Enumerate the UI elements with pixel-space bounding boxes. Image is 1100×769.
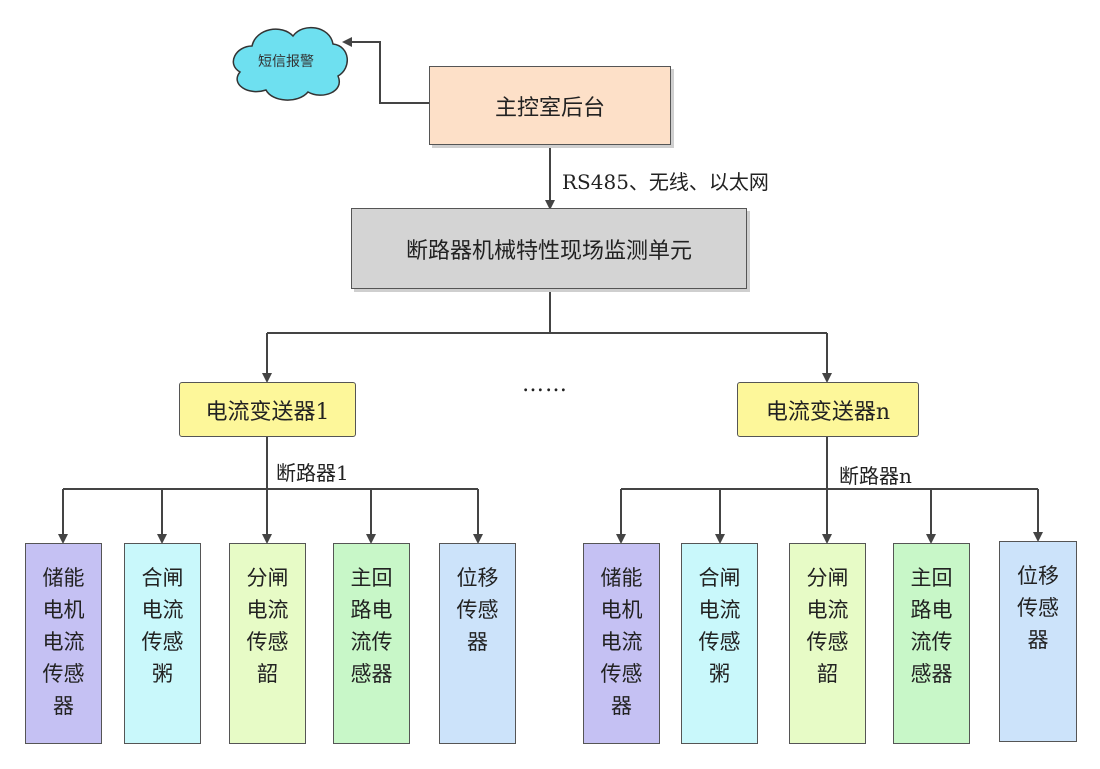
ellipsis: …… [522,372,568,397]
sensor-n-displacement: 位移 传感 器 [999,541,1077,742]
sensor-n-opening-current: 分闸 电流 传感 韶 [789,543,866,744]
backend-node: 主控室后台 [429,66,671,145]
link-label: RS485、无线、以太网 [562,170,769,194]
transmitter-1-node: 电流变送器1 [179,382,356,437]
sensor-n-closing-current: 合闸 电流 传感 粥 [681,543,758,744]
breaker-1-label: 断路器1 [276,461,349,485]
arrow-backend-to-sms [342,37,429,104]
breaker-n-label: 断路器n [839,464,912,488]
sensor-1-closing-current: 合闸 电流 传感 粥 [124,543,201,744]
transmitter-n-node: 电流变送器n [737,382,919,437]
sms-alarm-label: 短信报警 [258,54,314,70]
sensor-1-main-circuit-current: 主回 路电 流传 感器 [333,543,410,744]
monitor-unit-node: 断路器机械特性现场监测单元 [351,208,747,289]
sensor-n-storage-motor-current: 储能 电机 电流 传感 器 [583,543,660,744]
sensor-1-displacement: 位移 传感 器 [439,543,516,744]
cloud-shape [232,26,348,101]
sensor-1-storage-motor-current: 储能 电机 电流 传感 器 [25,543,102,744]
sensor-n-main-circuit-current: 主回 路电 流传 感器 [893,543,970,744]
sensor-1-opening-current: 分闸 电流 传感 韶 [229,543,306,744]
